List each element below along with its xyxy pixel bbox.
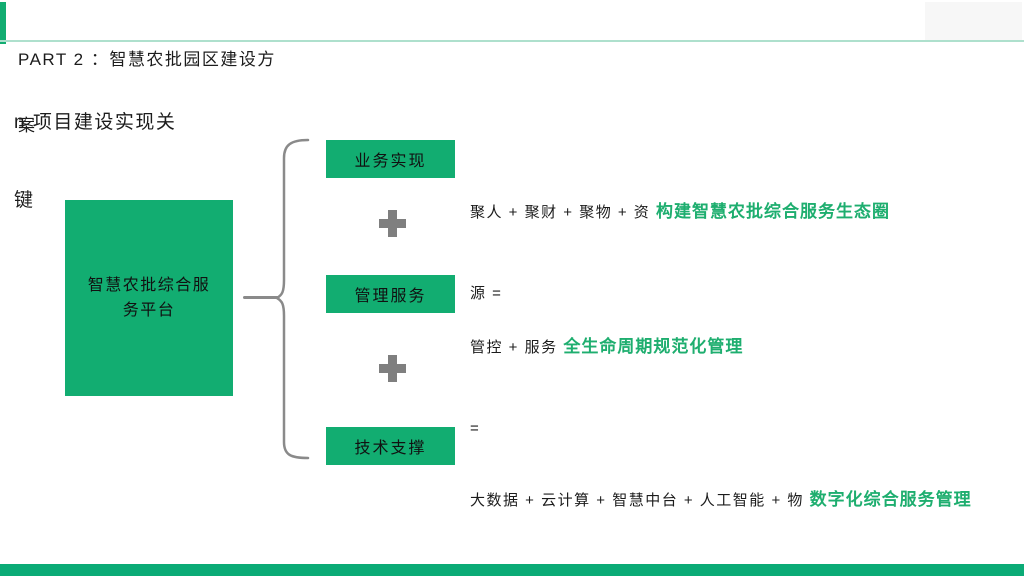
slide-title-line1: PART 2 ：智慧农批园区建设方: [18, 50, 276, 69]
branch-text-business-highlight: 构建智慧农批综合服务生态圈: [650, 202, 891, 221]
section-heading-line2: 键: [14, 190, 35, 211]
section-heading-line1: n 项目建设实现关: [14, 112, 177, 133]
branch-text-management: 管控 + 服务 全生命周期规范化管理 =: [470, 279, 743, 496]
branch-text-management-line2: =: [470, 420, 481, 437]
plus-icon: [379, 210, 406, 237]
platform-box: 智慧农批综合服 务平台: [65, 200, 233, 396]
branch-text-business: 聚人 + 聚财 + 聚物 + 资 构建智慧农批综合服务生态圈 源 =: [470, 144, 890, 361]
branch-text-management-line1: 管控 + 服务 全生命周期规范化管理: [470, 337, 744, 356]
branch-box-technology: 技术支撑: [326, 427, 455, 465]
header-placeholder-rect: [925, 2, 1022, 40]
slide-title: PART 2 ：智慧农批园区建设方 案: [18, 5, 276, 181]
section-heading: n 项目建设实现关 键: [14, 58, 176, 266]
branch-text-technology: 大数据 + 云计算 + 智慧中台 + 人工智能 + 物 数字化综合服务管理 联网…: [470, 432, 972, 576]
connector-line: [243, 296, 279, 299]
header-divider-line: [0, 40, 1024, 42]
title-accent-bar: [0, 2, 6, 44]
branch-text-technology-highlight: 数字化综合服务管理: [803, 490, 972, 509]
branch-box-business: 业务实现: [326, 140, 455, 178]
footer-bar: [0, 564, 1024, 576]
platform-box-line2: 务平台: [122, 302, 176, 319]
plus-icon: [379, 355, 406, 382]
slide-title-line2: 案: [18, 116, 37, 135]
brace-icon: [274, 138, 310, 460]
branch-text-management-highlight: 全生命周期规范化管理: [557, 337, 744, 356]
branch-box-management: 管理服务: [326, 275, 455, 313]
branch-box-business-label: 业务实现: [354, 153, 427, 170]
branch-text-business-line1: 聚人 + 聚财 + 聚物 + 资 构建智慧农批综合服务生态圈: [470, 202, 891, 221]
branch-box-technology-label: 技术支撑: [354, 440, 427, 457]
branch-text-business-line2: 源 =: [470, 285, 503, 302]
branch-text-technology-line1: 大数据 + 云计算 + 智慧中台 + 人工智能 + 物 数字化综合服务管理: [470, 490, 972, 509]
platform-box-line1: 智慧农批综合服: [87, 277, 211, 294]
branch-box-management-label: 管理服务: [354, 288, 427, 305]
